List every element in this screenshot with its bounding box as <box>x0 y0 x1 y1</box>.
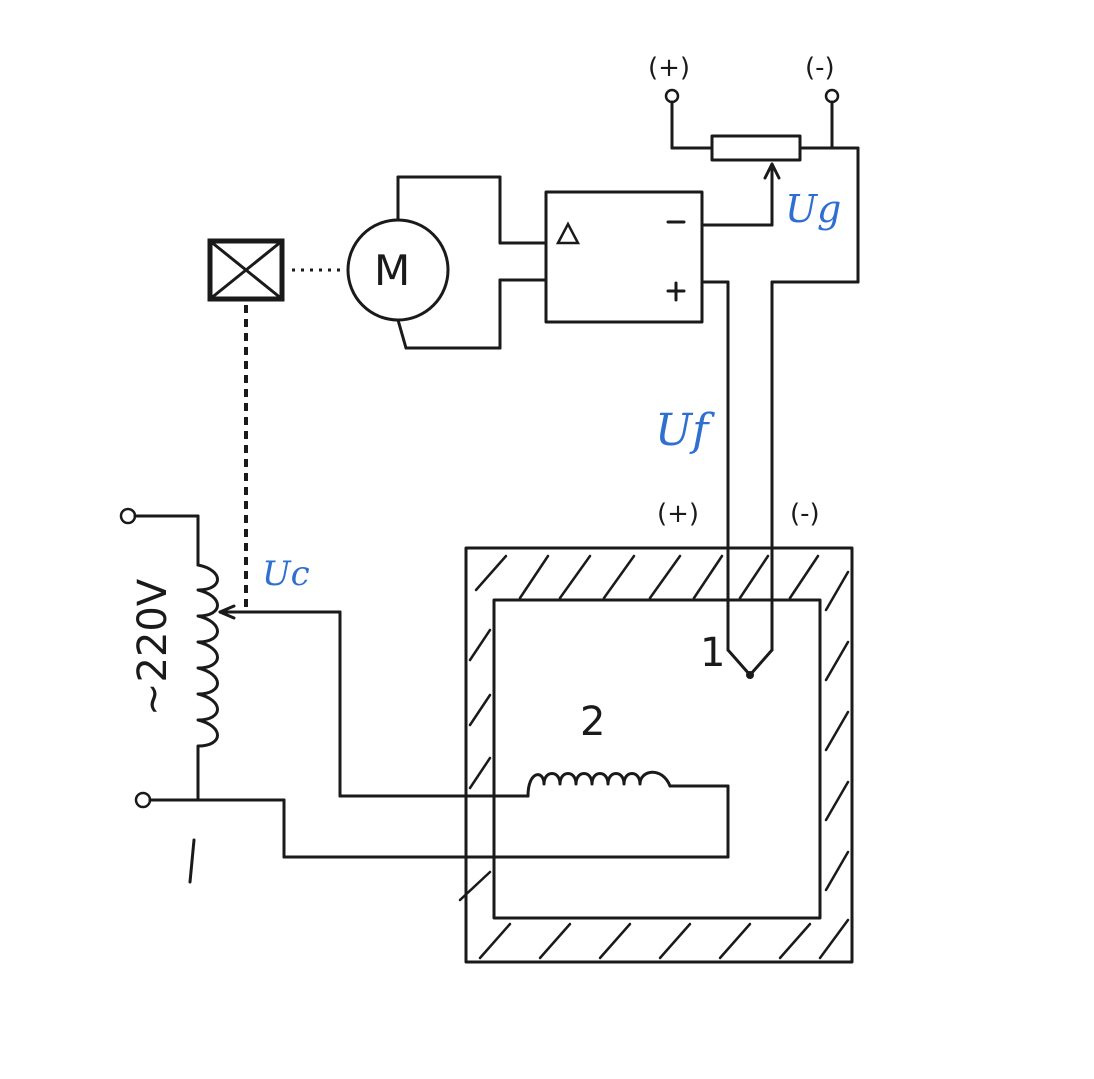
ac-source-number-mark <box>188 838 196 884</box>
thermocouple-number-label: 1 <box>700 630 725 676</box>
uc-label: Uc <box>262 554 310 594</box>
heater-coil <box>526 770 672 798</box>
motor-label: M <box>374 246 410 295</box>
furnace <box>458 546 854 964</box>
potentiometer: Ug <box>702 134 841 231</box>
feedback-wires: Uf (+) (-) <box>655 280 820 652</box>
autotransformer-coil <box>196 563 219 762</box>
ac-voltage-label: ~220V <box>130 578 176 716</box>
ug-label: Ug <box>785 187 841 231</box>
furnace-hatching <box>458 554 850 960</box>
dc-source-terminals: (+) (-) <box>648 53 860 284</box>
motor-group: M <box>346 175 548 350</box>
heater-number-label: 2 <box>580 699 605 745</box>
gearbox <box>207 238 346 612</box>
thermocouple-minus-label: (-) <box>790 499 820 529</box>
delta-symbol <box>555 221 581 245</box>
amplifier <box>544 190 704 324</box>
thermocouple: 1 <box>700 630 774 679</box>
heater: 2 <box>282 699 730 859</box>
thermocouple-plus-label: (+) <box>657 499 699 529</box>
uf-label: Uf <box>655 405 715 456</box>
top-plus-terminal-label: (+) <box>648 53 690 83</box>
top-minus-terminal-label: (-) <box>805 53 835 83</box>
ac-source: ~220V Uc <box>119 507 530 884</box>
